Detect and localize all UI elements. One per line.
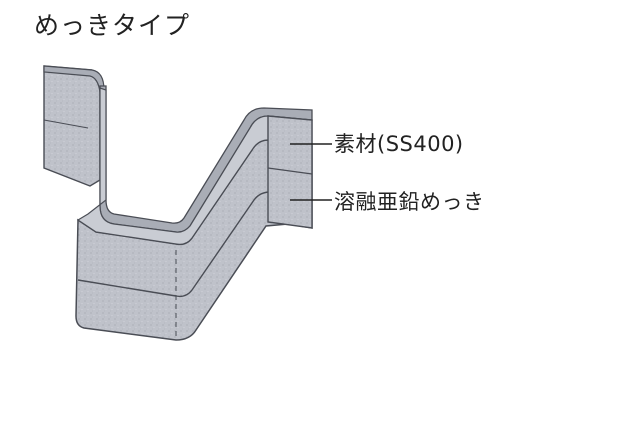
page-title: めっきタイプ: [34, 11, 191, 40]
channel-inner-face: [76, 87, 313, 245]
coating-line: [77, 191, 313, 298]
label-base-material: 素材(SS400): [334, 132, 464, 156]
left-flange: [43, 65, 101, 187]
right-flange: [267, 115, 313, 229]
right-layer-line: [267, 167, 313, 175]
label-galvanizing: 溶融亜鉛めっき: [334, 190, 485, 214]
left-flange-layer-line: [43, 119, 89, 129]
